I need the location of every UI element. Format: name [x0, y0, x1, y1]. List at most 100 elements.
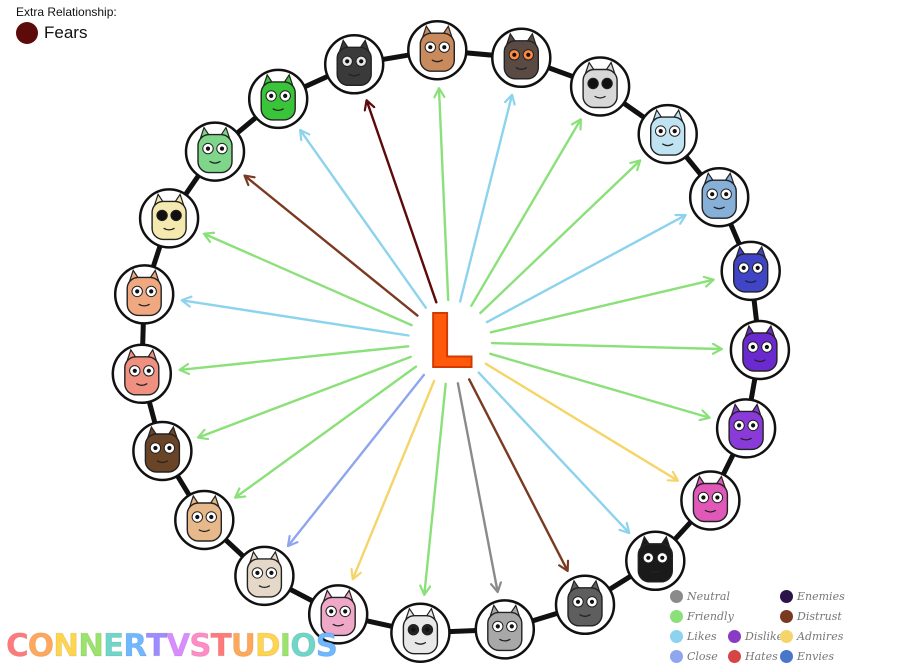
legend-label: Close: [687, 650, 718, 663]
arrow-friendly: [181, 345, 410, 370]
character-gray-ghost[interactable]: [474, 599, 536, 660]
pupil-icon: [411, 627, 416, 632]
neutral-dot-icon: [670, 590, 683, 603]
pupil-icon: [345, 59, 350, 64]
brand-letter: N: [53, 628, 80, 665]
character-brown-bear[interactable]: [132, 420, 193, 482]
dislikes-dot-icon: [728, 630, 741, 643]
brand-letter: E: [103, 628, 125, 665]
mouth-icon: [431, 59, 443, 63]
character-green-hat[interactable]: [184, 121, 246, 182]
legend-likes: Likes: [670, 630, 717, 643]
brand-letter: D: [254, 628, 281, 665]
mouth-icon: [198, 529, 210, 533]
arrow-neutral: [456, 382, 498, 591]
character-brown-face[interactable]: [407, 19, 468, 81]
pupil-icon: [146, 368, 151, 373]
arrow-friendly: [489, 352, 708, 418]
mouth-icon: [662, 143, 674, 147]
pupil-icon: [149, 289, 154, 294]
mouth-icon: [499, 638, 511, 642]
extra-relationship-title: Extra Relationship:: [16, 5, 117, 19]
pupil-icon: [755, 265, 760, 270]
friendly-dot-icon: [670, 610, 683, 623]
ice-face-face-icon: [650, 116, 686, 156]
brand-letter: S: [189, 628, 212, 665]
character-computer[interactable]: [569, 56, 631, 117]
arrow-friendly: [479, 161, 639, 315]
mouth-icon: [704, 509, 717, 513]
pupil-icon: [425, 627, 430, 632]
character-blue-bird[interactable]: [720, 240, 781, 302]
character-green-face[interactable]: [247, 68, 309, 130]
brand-letter: C: [6, 628, 30, 665]
character-tan-bunny[interactable]: [174, 489, 235, 551]
mouth-icon: [713, 206, 725, 210]
distrust-dot-icon: [780, 610, 793, 623]
pupil-icon: [359, 59, 364, 64]
elephant-face-icon: [701, 179, 737, 219]
black-creature-face-icon: [336, 46, 372, 87]
character-cream-skull[interactable]: [138, 188, 200, 249]
arrow-friendly: [205, 234, 413, 327]
arrow-distrust: [245, 176, 419, 317]
character-flower[interactable]: [307, 584, 369, 645]
legend-friendly: Friendly: [670, 610, 734, 623]
legend-hates: Hates: [728, 650, 778, 663]
brand-letter: T: [146, 628, 168, 665]
mouth-icon: [163, 227, 175, 231]
arrow-distrust: [468, 378, 567, 570]
arrow-close: [289, 373, 426, 545]
character-ice-face[interactable]: [637, 103, 698, 165]
character-bug-face[interactable]: [491, 27, 552, 89]
mouth-icon: [649, 570, 661, 573]
pupil-icon: [219, 146, 225, 151]
brand-letter: I: [279, 628, 291, 665]
mouth-icon: [414, 642, 427, 645]
arrow-friendly: [489, 280, 713, 334]
pupil-icon: [343, 609, 348, 614]
mouth-icon: [272, 108, 284, 112]
extra-relationship: Extra Relationship: Fears: [16, 5, 117, 44]
pupil-icon: [132, 368, 137, 373]
character-peach-cat[interactable]: [113, 264, 175, 325]
character-black-creature[interactable]: [323, 34, 385, 95]
panda-face-face-icon: [402, 615, 439, 655]
brown-bear-face-icon: [144, 433, 181, 473]
bug-face-face-icon: [503, 40, 539, 80]
black-sheep-face-icon: [637, 543, 673, 583]
pupil-icon: [701, 495, 706, 500]
likes-dot-icon: [670, 630, 683, 643]
pupil-icon: [591, 81, 596, 86]
legend-label: Admires: [797, 630, 844, 643]
pupil-icon: [153, 445, 158, 451]
character-elephant[interactable]: [688, 166, 750, 228]
mouth-icon: [138, 303, 150, 307]
pupil-icon: [724, 192, 729, 197]
arrow-likes: [301, 131, 427, 309]
legend-label: Distrust: [797, 610, 842, 623]
gray-cat-face-icon: [567, 587, 603, 627]
pupil-icon: [160, 213, 165, 218]
mouth-icon: [594, 95, 606, 99]
mouth-icon: [348, 73, 360, 77]
purple-monster-face-icon: [742, 332, 778, 372]
legend-neutral: Neutral: [670, 590, 730, 603]
pupil-icon: [209, 514, 214, 520]
arrow-friendly: [470, 120, 580, 307]
character-goat[interactable]: [234, 545, 295, 607]
mouth-icon: [754, 359, 766, 363]
character-purple-spider[interactable]: [715, 398, 777, 459]
pupil-icon: [764, 344, 769, 350]
character-pink-pig[interactable]: [111, 343, 173, 405]
character-black-sheep[interactable]: [625, 530, 686, 592]
mouth-icon: [258, 585, 271, 589]
arrow-friendly: [424, 382, 447, 594]
hates-dot-icon: [728, 650, 741, 663]
pupil-icon: [329, 609, 334, 614]
character-purple-monster[interactable]: [729, 319, 791, 381]
character-panda-face[interactable]: [390, 602, 451, 663]
character-pink-cat[interactable]: [680, 470, 741, 531]
character-gray-cat[interactable]: [554, 574, 616, 636]
